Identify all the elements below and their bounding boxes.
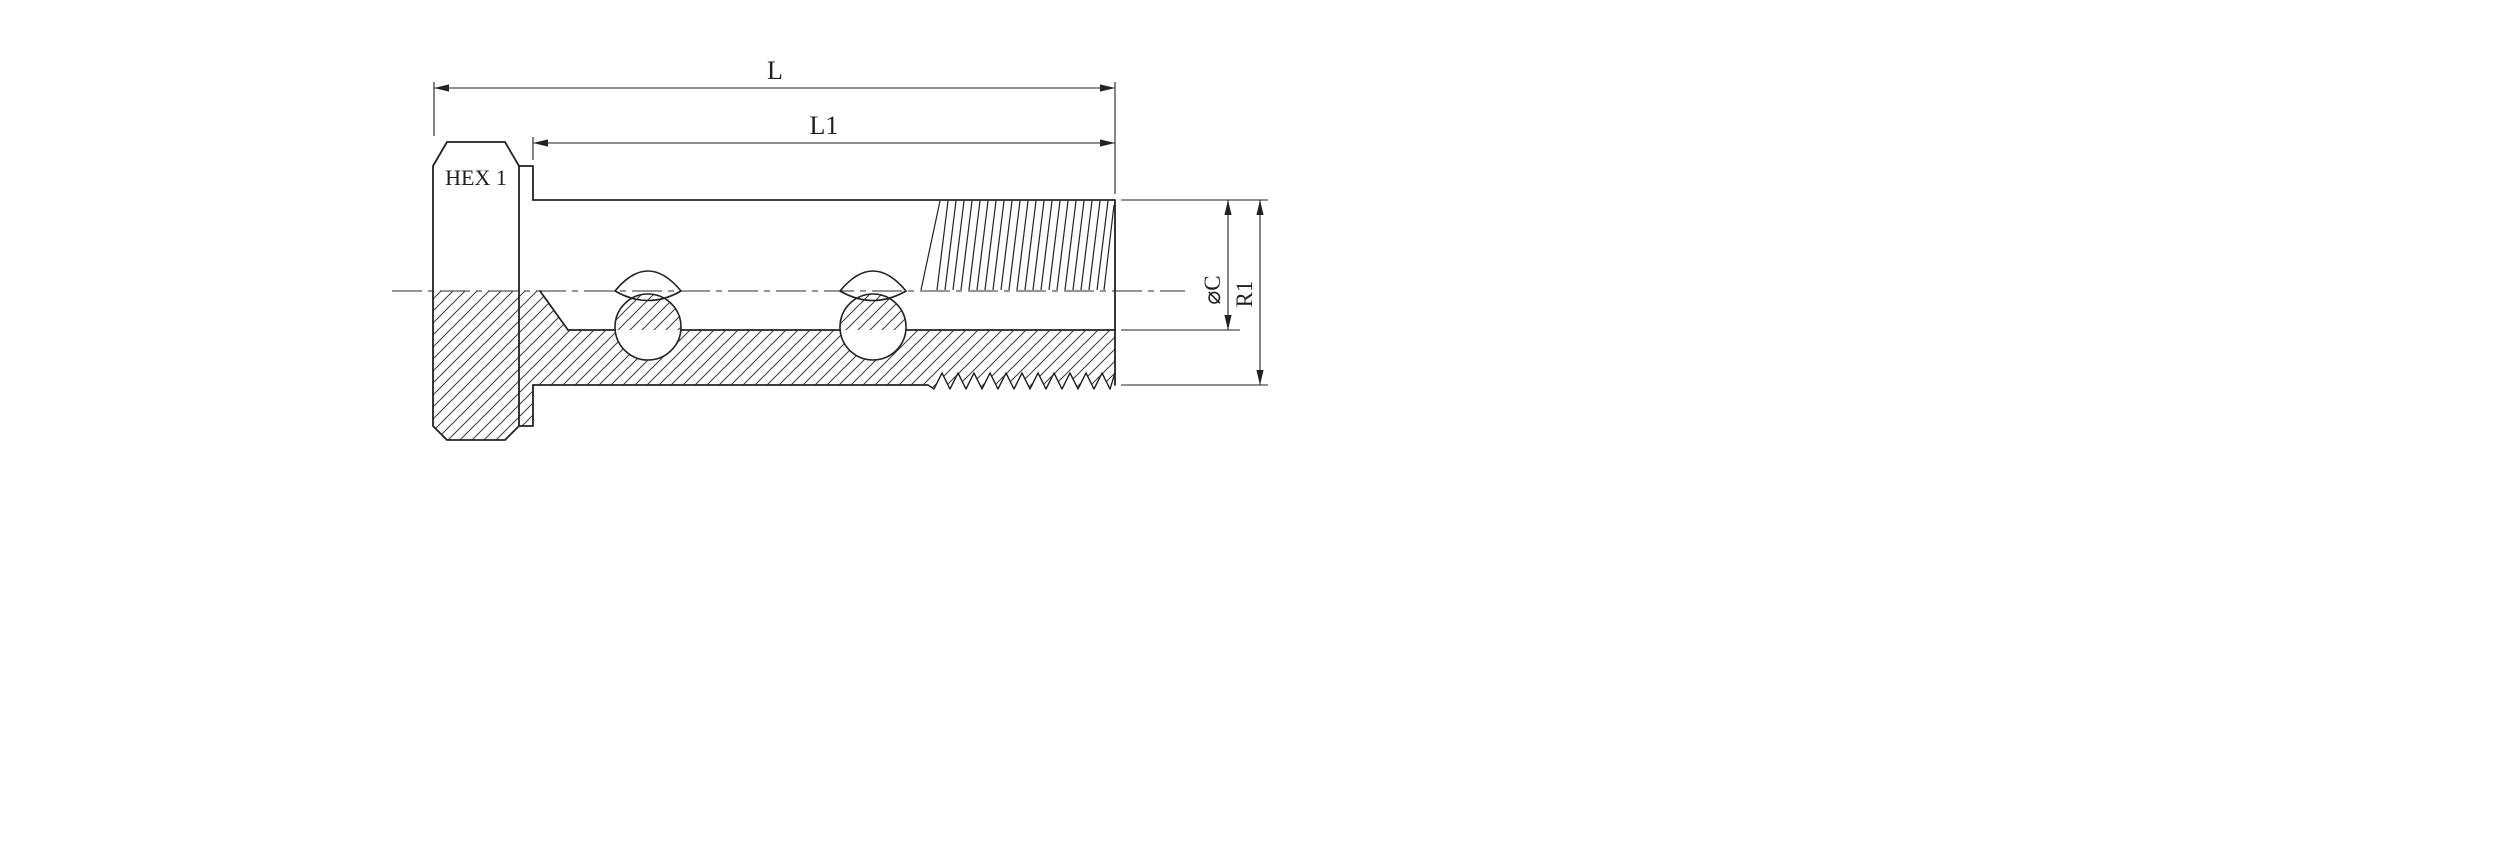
label-diameter-c: ⌀C (1200, 275, 1225, 304)
cross-hole-left-top-opening (613, 270, 683, 302)
arrow-c-top (1224, 200, 1232, 215)
axial-bore-line (539, 290, 1116, 331)
arrow-r1-bottom (1256, 370, 1264, 385)
arrow-L-right (1100, 84, 1115, 92)
arrow-c-bottom (1224, 315, 1232, 330)
thread-section-profile (927, 372, 1116, 390)
dimension-arrowheads (434, 84, 1264, 385)
hex-head-outline (432, 141, 520, 441)
section-hatching (433, 291, 1115, 440)
shank-outline (532, 199, 1116, 386)
cross-hole-right-section (839, 293, 907, 361)
washer-flange-outline (518, 165, 534, 427)
label-hex: HEX 1 (445, 165, 507, 190)
extension-lines-right (1121, 199, 1268, 386)
cross-hole-right-top-opening (838, 270, 908, 302)
dim-line-L (433, 82, 1116, 194)
cross-hole-left-section (614, 293, 682, 361)
arrow-r1-top (1256, 200, 1264, 215)
dim-line-L1 (532, 137, 1115, 160)
arrow-L1-right (1100, 139, 1115, 147)
arrow-L1-left (533, 139, 548, 147)
bolt-outline (432, 141, 1116, 441)
thread-side-view-lines (920, 200, 1115, 291)
label-overall-length: L (767, 56, 783, 85)
label-shank-length: L1 (810, 111, 839, 140)
arrow-L-left (434, 84, 449, 92)
cross-holes (613, 270, 908, 361)
label-r1: R1 (1232, 281, 1257, 308)
dimension-lines (433, 82, 1268, 386)
